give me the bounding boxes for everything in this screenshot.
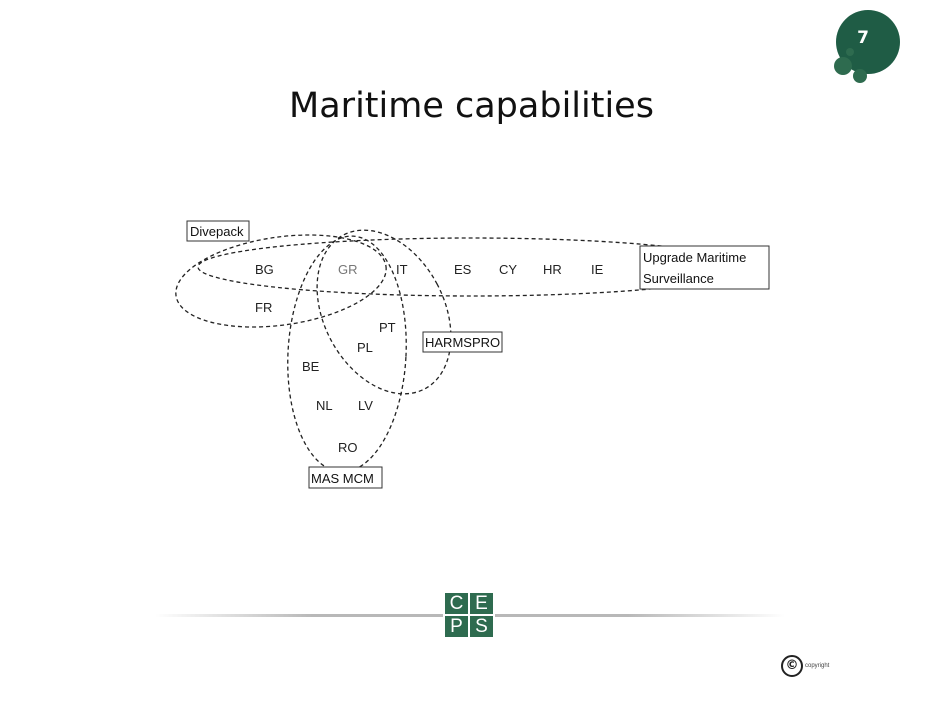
maritime-venn-diagram: Divepack Upgrade Maritime Surveillance H… <box>175 220 770 489</box>
ceps-logo: C E P S <box>443 591 495 639</box>
country-ie: IE <box>591 262 604 277</box>
logo-letter-e: E <box>470 593 493 614</box>
copyright-text: copyright <box>805 663 830 669</box>
country-pl: PL <box>357 340 373 355</box>
country-ro: RO <box>338 440 358 455</box>
slide-number: 7 <box>857 28 869 48</box>
country-es: ES <box>454 262 472 277</box>
country-lv: LV <box>358 398 373 413</box>
country-fr: FR <box>255 300 272 315</box>
logo-letter-c: C <box>445 593 468 614</box>
label-mas-mcm: MAS MCM <box>311 471 374 486</box>
label-upgrade-maritime-line1: Upgrade Maritime <box>643 250 746 265</box>
logo-letter-s: S <box>470 616 493 637</box>
country-bg: BG <box>255 262 274 277</box>
country-pt: PT <box>379 320 396 335</box>
copyright-icon: © <box>781 655 803 677</box>
logo-letter-p: P <box>445 616 468 637</box>
country-be: BE <box>302 359 320 374</box>
slide-number-badge <box>834 10 900 83</box>
country-nl: NL <box>316 398 333 413</box>
country-gr: GR <box>338 262 358 277</box>
divepack-ellipse <box>175 234 387 328</box>
harmspro-ellipse <box>316 229 452 395</box>
label-harmspro: HARMSPRO <box>425 335 500 350</box>
slide-title: Maritime capabilities <box>289 86 654 126</box>
country-hr: HR <box>543 262 562 277</box>
country-it: IT <box>396 262 408 277</box>
label-upgrade-maritime-line2: Surveillance <box>643 271 714 286</box>
copyright-mark: ©copyright <box>781 655 829 677</box>
country-cy: CY <box>499 262 517 277</box>
label-divepack: Divepack <box>190 224 244 239</box>
